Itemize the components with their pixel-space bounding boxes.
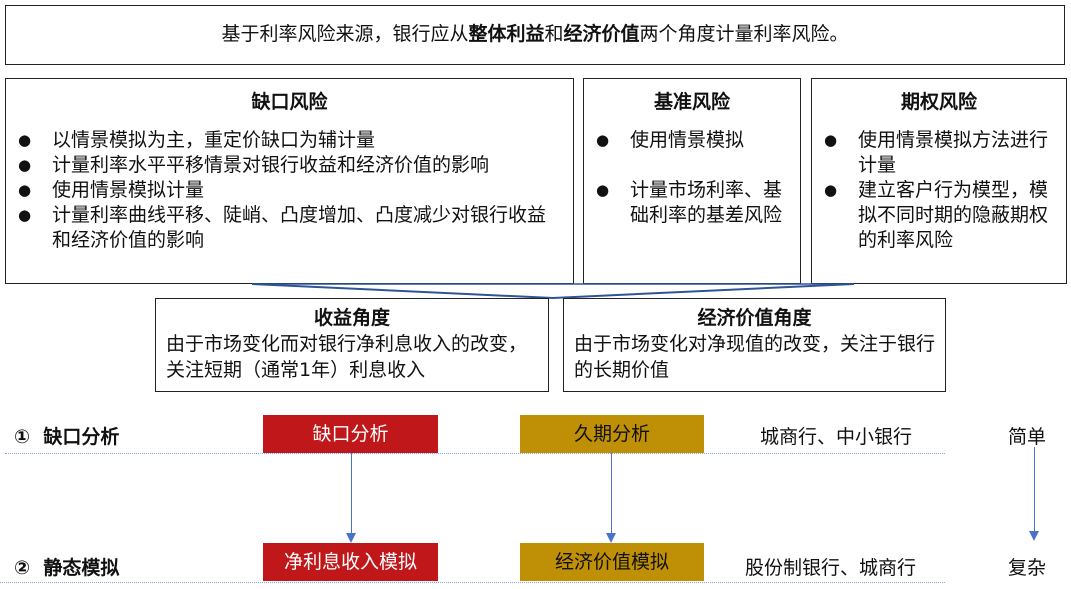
header-box: 基于利率风险来源，银行应从整体利益和经济价值两个角度计量利率风险。 <box>5 5 1065 65</box>
arrow-down-icon <box>346 533 356 543</box>
option-risk-title: 期权风险 <box>900 91 977 113</box>
list-item: 计量市场利率、基础利率的基差风险 <box>584 178 800 228</box>
header-bold-2: 经济价值 <box>563 23 640 45</box>
arrow-down-icon <box>606 533 616 543</box>
value-perspective-box: 经济价值角度 由于市场变化对净现值的改变，关注于银行的长期价值 <box>563 298 946 392</box>
row-2-label: ② 静态模拟 <box>14 553 119 580</box>
header-text-post: 两个角度计量利率风险。 <box>639 23 849 45</box>
row-1-divider <box>5 453 945 454</box>
complex-label: 复杂 <box>1008 557 1047 579</box>
row-1-banks: 城商行、中小银行 <box>760 426 913 448</box>
arrow-line-2 <box>611 453 612 535</box>
income-perspective-title: 收益角度 <box>313 307 390 329</box>
value-perspective-title: 经济价值角度 <box>697 307 812 329</box>
row-2-number: ② <box>14 557 31 579</box>
row-2-title: 静态模拟 <box>43 557 120 579</box>
basis-risk-title: 基准风险 <box>653 91 730 113</box>
row-1-number: ① <box>14 426 31 448</box>
list-item: 使用情景模拟方法进行计量 <box>812 128 1066 178</box>
ev-simulation-tag: 经济价值模拟 <box>520 543 704 581</box>
nii-simulation-tag: 净利息收入模拟 <box>263 543 438 581</box>
list-item: 建立客户行为模型，模拟不同时期的隐蔽期权的利率风险 <box>812 178 1066 253</box>
arrow-down-icon <box>1029 531 1039 541</box>
header-text-pre: 基于利率风险来源，银行应从 <box>221 23 469 45</box>
value-perspective-text: 由于市场变化对净现值的改变，关注于银行的长期价值 <box>574 333 936 381</box>
arrow-line-3 <box>1034 447 1035 533</box>
header-text-mid: 和 <box>544 23 564 45</box>
row-1-title: 缺口分析 <box>43 426 120 448</box>
header-bold-1: 整体利益 <box>468 23 545 45</box>
list-item: 使用情景模拟 <box>584 128 800 153</box>
income-perspective-text: 由于市场变化而对银行净利息收入的改变，关注短期（通常1年）利息收入 <box>166 333 528 381</box>
gap-risk-title: 缺口风险 <box>251 91 328 113</box>
row-2-divider <box>0 582 945 583</box>
basis-risk-box: 基准风险 使用情景模拟计量市场利率、基础利率的基差风险 <box>583 78 801 284</box>
list-item: 使用情景模拟计量 <box>6 178 573 203</box>
gap-analysis-tag: 缺口分析 <box>263 415 438 453</box>
income-perspective-box: 收益角度 由于市场变化而对银行净利息收入的改变，关注短期（通常1年）利息收入 <box>155 298 549 392</box>
duration-analysis-tag: 久期分析 <box>520 415 704 453</box>
arrow-line-1 <box>351 453 352 535</box>
simple-label: 简单 <box>1008 426 1047 448</box>
list-item: 以情景模拟为主，重定价缺口为辅计量 <box>6 128 573 153</box>
option-risk-box: 期权风险 使用情景模拟方法进行计量建立客户行为模型，模拟不同时期的隐蔽期权的利率… <box>811 78 1067 284</box>
gap-risk-box: 缺口风险 以情景模拟为主，重定价缺口为辅计量计量利率水平平移情景对银行收益和经济… <box>5 78 574 284</box>
row-2-banks: 股份制银行、城商行 <box>745 557 917 579</box>
list-item: 计量利率水平平移情景对银行收益和经济价值的影响 <box>6 153 573 178</box>
list-item: 计量利率曲线平移、陡峭、凸度增加、凸度减少对银行收益和经济价值的影响 <box>6 203 573 253</box>
funnel-connector <box>251 283 855 300</box>
row-1-label: ① 缺口分析 <box>14 422 119 449</box>
